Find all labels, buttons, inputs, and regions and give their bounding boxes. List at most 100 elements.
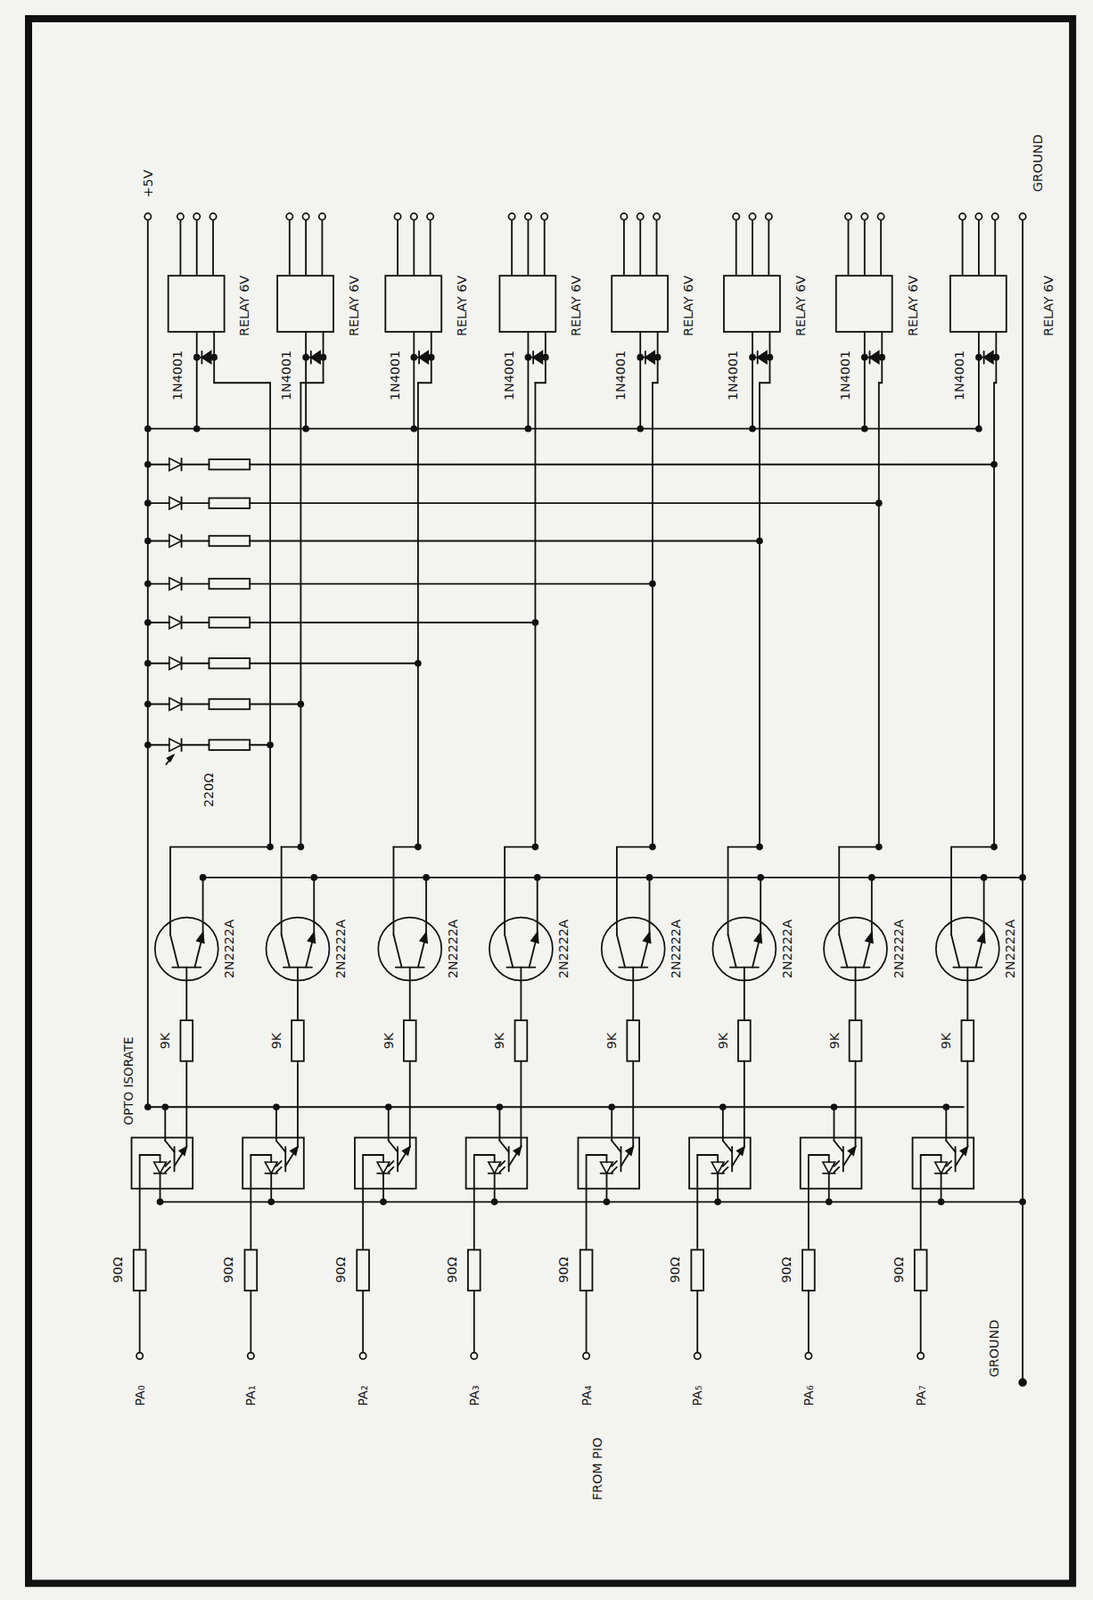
terminal <box>732 213 740 220</box>
light-arrow <box>611 1160 617 1167</box>
terminal <box>765 213 773 220</box>
led-symbol <box>600 1161 614 1174</box>
relay-label: RELAY 6V <box>455 275 469 337</box>
wire <box>249 662 419 665</box>
coil-lead <box>977 331 980 429</box>
wire <box>164 1106 166 1141</box>
relay-contact <box>526 220 529 276</box>
junction-dot <box>1019 874 1026 880</box>
wire <box>249 703 301 706</box>
resistor-value: 9K <box>493 1031 506 1048</box>
phototransistor-emitter <box>509 1146 522 1167</box>
phototransistor-emitter <box>731 1146 745 1167</box>
wire <box>632 967 634 1020</box>
light-arrow <box>388 1166 395 1173</box>
relay-contact <box>212 220 214 276</box>
light-arrow <box>723 1166 729 1173</box>
resistor-symbol <box>356 1249 370 1291</box>
opto-isolator-box <box>689 1137 751 1189</box>
relay-contact <box>735 220 738 276</box>
light-arrow <box>388 1160 395 1167</box>
transistor-label: 2N2222A <box>334 919 347 978</box>
resistor-symbol <box>208 535 250 546</box>
wire <box>808 1153 830 1156</box>
transistor-collector <box>616 934 625 968</box>
light-arrow <box>276 1166 282 1173</box>
resistor-symbol <box>626 1019 640 1061</box>
opto-isolator-box <box>577 1137 640 1189</box>
light-arrow <box>276 1160 282 1167</box>
relay-symbol <box>723 275 781 332</box>
relay-label: RELAY 6V <box>238 275 251 337</box>
resistor-value: 9K <box>270 1031 283 1048</box>
wire <box>871 877 873 935</box>
wire <box>312 877 315 935</box>
wire <box>213 381 271 384</box>
arrow-head <box>625 1146 633 1155</box>
wire <box>940 1154 943 1162</box>
junction-dot <box>194 354 200 361</box>
arrow-head <box>737 1146 745 1155</box>
relay-symbol <box>836 275 893 332</box>
terminal <box>508 213 515 220</box>
supply-label: +5V <box>141 169 155 198</box>
resistor-symbol <box>515 1019 528 1061</box>
resistor-symbol <box>738 1019 751 1061</box>
junction-dot <box>826 1199 832 1205</box>
relay-contact <box>977 220 980 276</box>
wire <box>159 1154 162 1162</box>
transistor-label: 2N2222A <box>780 919 794 978</box>
wire <box>651 382 654 847</box>
ground-label: GROUND <box>1031 134 1044 192</box>
junction-dot <box>532 619 538 625</box>
transistor-label: 2N2222A <box>669 919 683 978</box>
wire <box>586 1153 608 1156</box>
resistor-value: 9K <box>382 1031 395 1048</box>
diode-symbol <box>870 351 880 364</box>
signal-name: PA₅ <box>690 1384 704 1406</box>
led-symbol <box>169 657 182 670</box>
resistor-symbol <box>961 1019 974 1061</box>
junction-dot <box>423 874 429 880</box>
junction-dot <box>297 844 304 850</box>
relay-contact <box>767 220 770 276</box>
phototransistor-collector <box>164 1140 174 1152</box>
wire <box>807 1154 810 1250</box>
signal-name: PA₀ <box>133 1384 147 1406</box>
wire <box>606 1173 609 1202</box>
signal-name: PA₆ <box>802 1384 815 1406</box>
junction-dot <box>991 844 997 850</box>
source-note: FROM PIO <box>591 1437 604 1500</box>
wire <box>585 1290 588 1352</box>
light-arrow <box>164 1160 171 1167</box>
wire <box>833 1106 836 1141</box>
junction-dot <box>991 461 997 468</box>
terminal <box>144 213 151 220</box>
opto-ground-bus <box>160 1200 1024 1203</box>
diode-symbol <box>984 351 994 364</box>
resistor-symbol <box>208 578 250 589</box>
resistor-symbol <box>690 1249 704 1291</box>
wire <box>361 1290 364 1352</box>
junction-dot <box>647 874 653 880</box>
light-arrow <box>499 1166 505 1173</box>
relay-contact <box>879 220 882 276</box>
resistor-symbol <box>580 1249 593 1291</box>
junction-dot <box>267 741 273 748</box>
wire <box>473 1154 476 1250</box>
signal-name: PA₇ <box>914 1384 928 1406</box>
led-symbol <box>169 738 182 751</box>
relay-contact <box>320 220 323 276</box>
led-symbol <box>169 458 182 471</box>
junction-dot <box>831 1103 838 1110</box>
wire <box>280 846 283 935</box>
resistor-symbol <box>802 1249 815 1291</box>
resistor-symbol <box>849 1019 863 1061</box>
relay-contact <box>994 220 996 276</box>
wire <box>181 501 210 504</box>
diode-label: 1N4001 <box>614 350 627 401</box>
coil-lead <box>751 331 754 429</box>
light-arrow <box>834 1160 840 1167</box>
wire <box>728 846 760 848</box>
resistor-value: 9K <box>827 1031 840 1048</box>
